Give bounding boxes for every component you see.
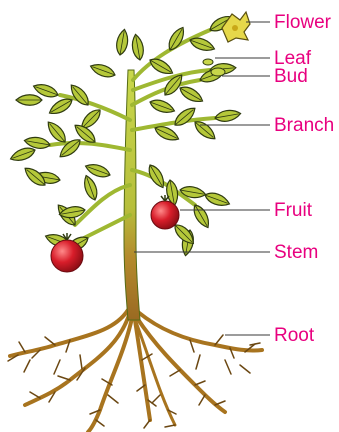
label-stem: Stem	[274, 243, 318, 262]
label-branch: Branch	[274, 116, 334, 135]
label-root: Root	[274, 326, 314, 345]
label-bud: Bud	[274, 67, 308, 86]
root-system	[8, 310, 262, 432]
stem-shape	[124, 70, 140, 320]
label-fruit: Fruit	[274, 201, 312, 220]
label-flower: Flower	[274, 13, 331, 32]
fruit-shapes	[51, 195, 179, 272]
